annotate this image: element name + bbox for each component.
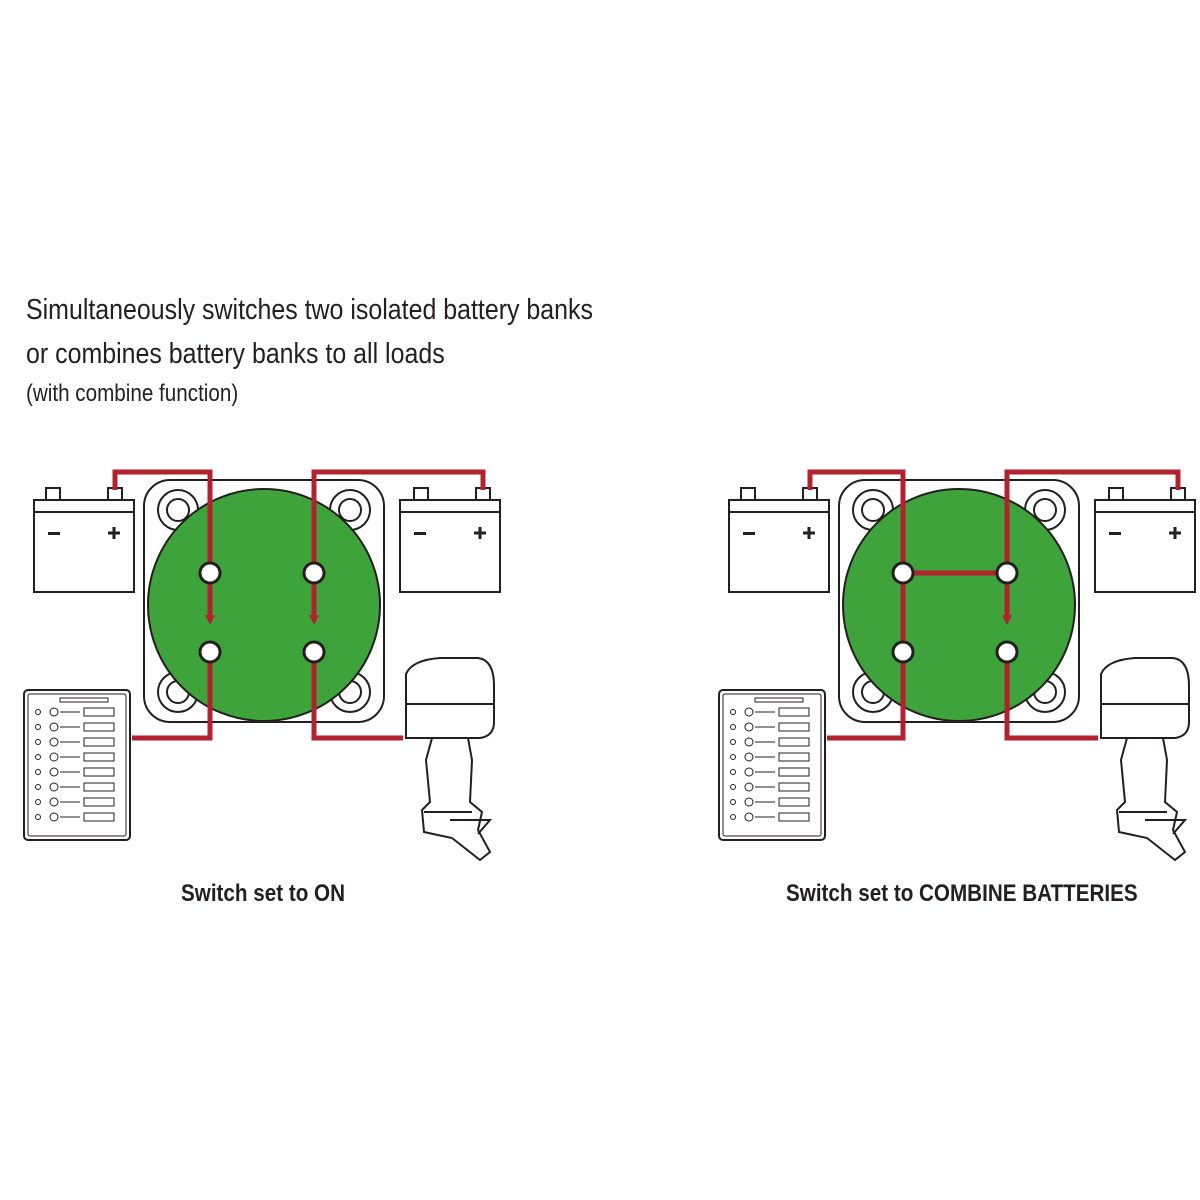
battery-right (399, 487, 501, 593)
heading-line-1: Simultaneously switches two isolated bat… (26, 294, 593, 326)
wires (112, 469, 486, 741)
terminal-output-1 (891, 640, 915, 664)
switch-knob-green (147, 488, 381, 722)
wire-battery-right-to-switch (311, 469, 486, 564)
terminal-output-2 (302, 640, 326, 664)
terminal-input-1 (198, 561, 222, 585)
terminal-input-1 (891, 561, 915, 585)
wire-switch-to-engine (311, 662, 403, 741)
wiring-diagram-combine (718, 469, 1196, 862)
outboard-engine (405, 657, 495, 862)
heading: Simultaneously switches two isolated bat… (26, 288, 685, 412)
wiring-diagram-on (23, 469, 501, 862)
wire-battery-left-to-switch (807, 469, 906, 564)
wire-switch-to-engine (1004, 662, 1098, 741)
battery-right (1094, 487, 1196, 593)
breaker-panel (718, 689, 826, 841)
outboard-engine (1100, 657, 1190, 862)
caption-switch-on: Switch set to ON (181, 880, 345, 907)
heading-line-2: or combines battery banks to all loads (26, 338, 445, 370)
terminal-input-2 (995, 561, 1019, 585)
caption-switch-combine: Switch set to COMBINE BATTERIES (786, 880, 1138, 907)
wires (807, 469, 1181, 741)
terminal-output-2 (995, 640, 1019, 664)
battery-left (728, 487, 830, 593)
battery-switch (143, 479, 385, 723)
terminals (198, 561, 326, 664)
wire-battery-right-to-switch (1004, 469, 1181, 564)
terminal-input-2 (302, 561, 326, 585)
terminals (891, 561, 1019, 664)
battery-switch (838, 479, 1080, 723)
wire-switch-to-panel (827, 662, 906, 741)
wire-battery-left-to-switch (112, 469, 213, 564)
switch-knob-green (842, 488, 1076, 722)
wire-switch-to-panel (132, 662, 213, 741)
breaker-panel (23, 689, 131, 841)
battery-left (33, 487, 135, 593)
heading-line-3: (with combine function) (26, 380, 239, 407)
terminal-output-1 (198, 640, 222, 664)
